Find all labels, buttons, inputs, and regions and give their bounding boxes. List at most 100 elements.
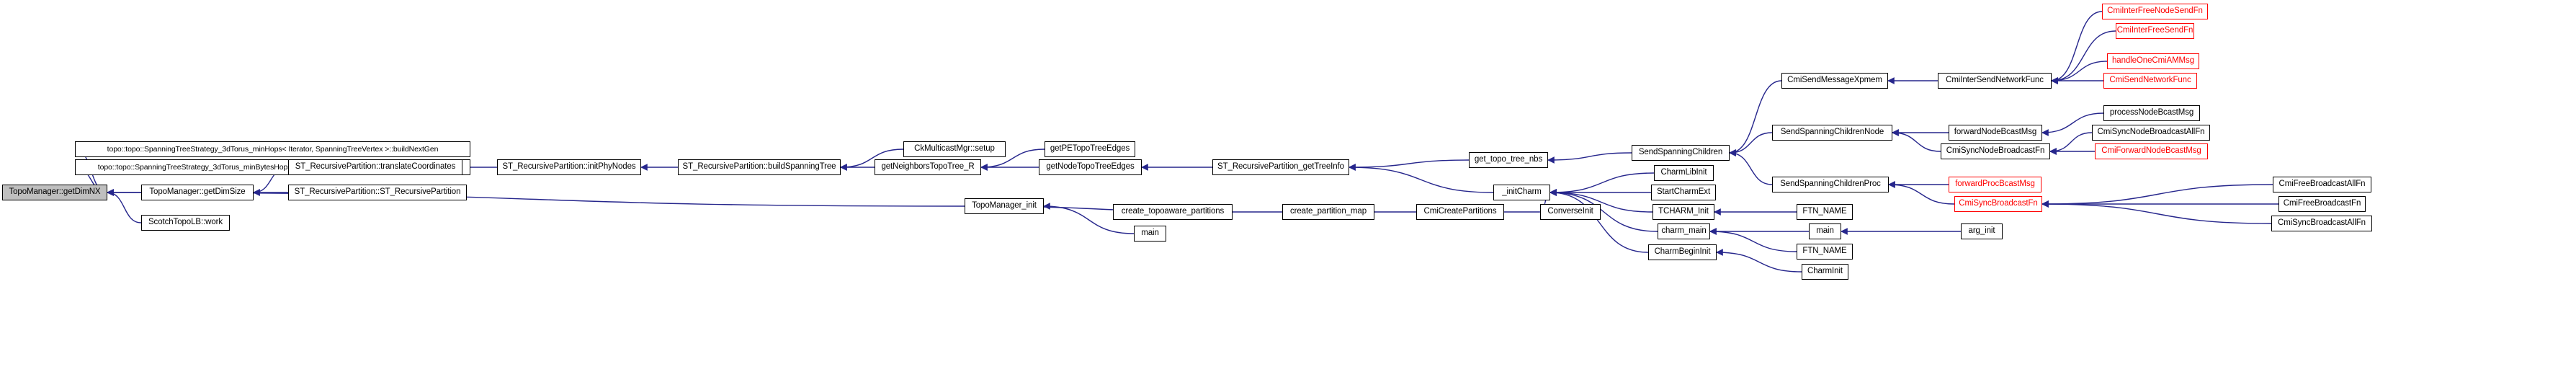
graph-node-label: getPETopoTreeEdges	[1050, 144, 1130, 154]
graph-node[interactable]: CharmInit	[1802, 264, 1848, 280]
graph-node-label: getNeighborsTopoTree_R	[881, 162, 975, 172]
graph-node-label: SendSpanningChildren	[1638, 148, 1723, 157]
graph-edge	[1729, 132, 1773, 156]
graph-node[interactable]: getNodeTopoTreeEdges	[1039, 159, 1142, 175]
graph-node[interactable]: CmiSyncNodeBroadcastAllFn	[2092, 125, 2210, 141]
graph-node-label: CmiForwardNodeBcastMsg	[2101, 146, 2201, 156]
graph-node[interactable]: CmiForwardNodeBcastMsg	[2095, 143, 2208, 159]
graph-node[interactable]: CmiCreatePartitions	[1416, 204, 1504, 220]
graph-node[interactable]: create_topoaware_partitions	[1113, 204, 1233, 220]
graph-node[interactable]: TopoManager::getDimNX	[2, 185, 107, 200]
graph-node-label: ST_RecursivePartition::translateCoordina…	[295, 162, 456, 172]
graph-node[interactable]: CmiFreeBroadcastAllFn	[2273, 177, 2371, 192]
graph-node-label: ConverseInit	[1547, 207, 1593, 216]
graph-node-label: topo::topo::SpanningTreeStrategy_3dTorus…	[107, 144, 439, 154]
graph-node-label: getNodeTopoTreeEdges	[1046, 162, 1135, 172]
graph-edge	[1888, 181, 1955, 205]
graph-edge	[107, 189, 142, 223]
graph-node[interactable]: topo::topo::SpanningTreeStrategy_3dTorus…	[75, 141, 470, 157]
graph-node-label: CmiSyncNodeBroadcastFn	[1946, 146, 2045, 156]
graph-node[interactable]: CmiInterFreeNodeSendFn	[2102, 4, 2208, 19]
graph-node[interactable]: ST_RecursivePartition::ST_RecursiveParti…	[288, 185, 467, 200]
graph-node[interactable]: charm_main	[1658, 223, 1710, 239]
graph-node-label: handleOneCmiAMMsg	[2112, 56, 2194, 66]
graph-node[interactable]: create_partition_map	[1282, 204, 1374, 220]
graph-node[interactable]: getNeighborsTopoTree_R	[875, 159, 981, 175]
graph-node[interactable]: forwardNodeBcastMsg	[1949, 125, 2042, 141]
graph-node[interactable]: CmiSyncBroadcastAllFn	[2271, 216, 2372, 231]
graph-node[interactable]: arg_init	[1961, 223, 2003, 239]
graph-node-label: CmiSendMessageXpmem	[1787, 76, 1882, 85]
graph-node-label: arg_init	[1968, 226, 1995, 236]
graph-node-label: ST_RecursivePartition::initPhyNodes	[502, 162, 636, 172]
graph-node-label: CharmBeginInit	[1654, 247, 1711, 257]
graph-edge	[1349, 159, 1470, 171]
graph-node-label: CharmInit	[1807, 267, 1843, 276]
graph-node[interactable]: TopoManager_init	[965, 198, 1044, 214]
graph-node[interactable]: StartCharmExt	[1651, 185, 1716, 200]
graph-edge	[2051, 61, 2108, 84]
graph-node[interactable]: CkMulticastMgr::setup	[903, 141, 1006, 157]
graph-node-label: _initCharm	[1502, 187, 1542, 197]
graph-node[interactable]: FTN_NAME	[1797, 204, 1853, 220]
graph-node-label: main	[1816, 226, 1834, 236]
graph-node-label: CmiInterFreeNodeSendFn	[2107, 6, 2203, 16]
graph-node[interactable]: SendSpanningChildrenProc	[1772, 177, 1889, 192]
graph-node[interactable]: forwardProcBcastMsg	[1949, 177, 2041, 192]
graph-edge	[2049, 132, 2093, 155]
graph-node[interactable]: get_topo_tree_nbs	[1469, 152, 1548, 168]
graph-node[interactable]: processNodeBcastMsg	[2103, 105, 2200, 121]
graph-node-label: CmiFreeBroadcastAllFn	[2278, 180, 2366, 189]
graph-edge	[2041, 184, 2273, 208]
graph-node[interactable]: main	[1809, 223, 1841, 239]
graph-node[interactable]: ST_RecursivePartition::buildSpanningTree	[678, 159, 841, 175]
graph-node-label: CharmLibInit	[1660, 168, 1707, 177]
graph-node-label: FTN_NAME	[1802, 207, 1847, 216]
graph-node[interactable]: ST_RecursivePartition::translateCoordina…	[288, 159, 462, 175]
graph-node-label: TopoManager::getDimNX	[9, 187, 101, 197]
graph-node-label: TopoManager_init	[972, 201, 1037, 211]
graph-node-label: CmiCreatePartitions	[1423, 207, 1497, 216]
graph-node[interactable]: main	[1134, 226, 1166, 242]
graph-node[interactable]: handleOneCmiAMMsg	[2107, 53, 2199, 69]
graph-node[interactable]: ConverseInit	[1540, 204, 1601, 220]
graph-node-label: ST_RecursivePartition::buildSpanningTree	[682, 162, 836, 172]
graph-node-label: SendSpanningChildrenNode	[1780, 128, 1884, 137]
graph-node[interactable]: getPETopoTreeEdges	[1045, 141, 1135, 157]
graph-node-label: ST_RecursivePartition::ST_RecursiveParti…	[294, 187, 461, 197]
graph-node-label: create_topoaware_partitions	[1121, 207, 1225, 216]
graph-node-label: SendSpanningChildrenProc	[1780, 180, 1881, 189]
graph-node[interactable]: CmiSyncBroadcastFn	[1954, 196, 2042, 212]
graph-node[interactable]: CmiSyncNodeBroadcastFn	[1941, 143, 2050, 159]
graph-node-label: ST_RecursivePartition_getTreeInfo	[1217, 162, 1344, 172]
graph-node-label: forwardProcBcastMsg	[1955, 180, 2035, 189]
graph-node[interactable]: TCHARM_Init	[1653, 204, 1714, 220]
graph-node[interactable]: TopoManager::getDimSize	[141, 185, 254, 200]
graph-node-label: CmiSyncBroadcastFn	[1959, 199, 2038, 208]
graph-node[interactable]: _initCharm	[1493, 185, 1550, 200]
graph-node[interactable]: SendSpanningChildrenNode	[1772, 125, 1892, 141]
graph-node-label: forwardNodeBcastMsg	[1954, 128, 2037, 137]
graph-node-label: get_topo_tree_nbs	[1474, 155, 1543, 164]
graph-node[interactable]: CharmLibInit	[1654, 165, 1714, 181]
graph-node-label: CmiInterFreeSendFn	[2116, 26, 2193, 35]
graph-edge	[1729, 149, 1773, 185]
graph-edge	[1892, 129, 1941, 152]
graph-node[interactable]: ScotchTopoLB::work	[141, 215, 230, 231]
graph-node-label: processNodeBcastMsg	[2109, 108, 2194, 118]
graph-node[interactable]: CmiSendMessageXpmem	[1781, 73, 1888, 89]
graph-node[interactable]: CharmBeginInit	[1648, 244, 1717, 260]
graph-node[interactable]: CmiInterSendNetworkFunc	[1938, 73, 2052, 89]
graph-node-label: CmiSendNetworkFunc	[2109, 76, 2191, 85]
graph-node[interactable]: SendSpanningChildren	[1632, 145, 1730, 161]
graph-node[interactable]: CmiFreeBroadcastFn	[2278, 196, 2366, 212]
graph-edge	[2051, 11, 2103, 84]
graph-node-label: main	[1141, 229, 1159, 238]
graph-node[interactable]: ST_RecursivePartition_getTreeInfo	[1212, 159, 1349, 175]
graph-node[interactable]: ST_RecursivePartition::initPhyNodes	[497, 159, 641, 175]
graph-node[interactable]: CmiInterFreeSendFn	[2116, 23, 2194, 39]
graph-node[interactable]: FTN_NAME	[1797, 244, 1853, 260]
graph-node[interactable]: CmiSendNetworkFunc	[2103, 73, 2197, 89]
graph-node-label: TCHARM_Init	[1658, 207, 1709, 216]
